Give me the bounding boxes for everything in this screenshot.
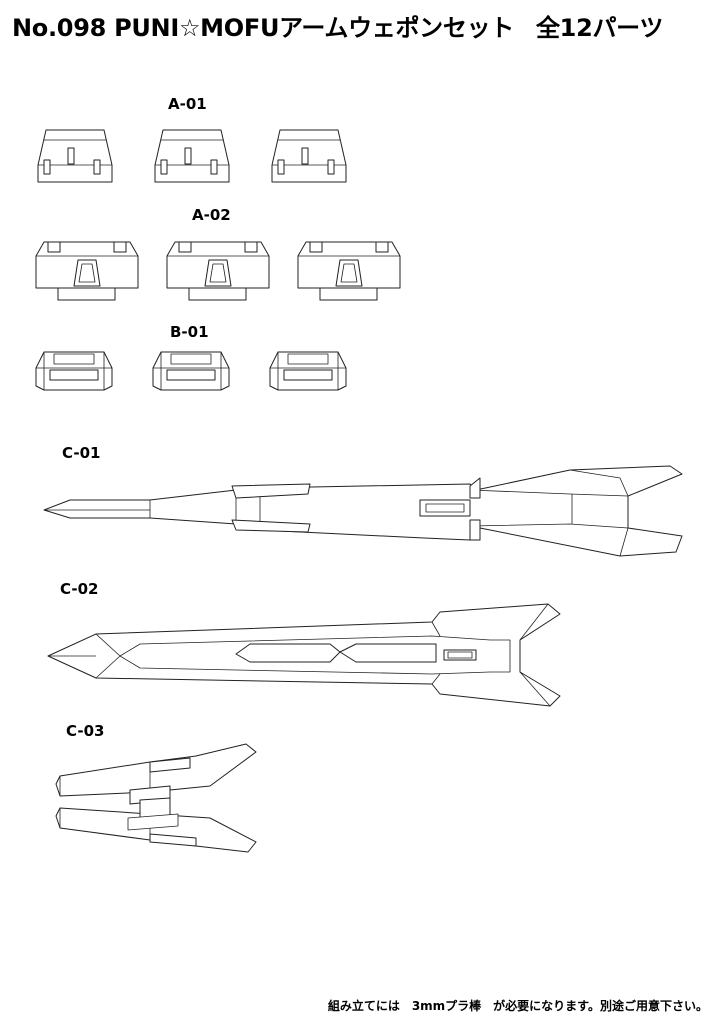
assembly-note: 組み立てには 3mmプラ棒 が必要になります。別途ご用意下さい。 (328, 997, 708, 1014)
assembly-note-end: 3mmプラ棒 が必要になります。別途ご用意下さい。 (411, 999, 708, 1013)
assembly-note-start: 組み立てには (327, 999, 400, 1013)
part-label-c01: C-01 (62, 444, 101, 462)
page-title: No.098 PUNI☆MOFUアームウェポンセット全12パーツ (12, 8, 663, 43)
part-label-b01: B-01 (170, 323, 209, 341)
part-c01-drawing (43, 465, 683, 557)
part-label-a02: A-02 (192, 206, 231, 224)
part-label-c02: C-02 (60, 580, 99, 598)
part-c03-drawing (55, 743, 257, 853)
part-label-c03: C-03 (66, 722, 105, 740)
part-b01-drawing (35, 351, 347, 391)
part-a02-drawing (35, 241, 401, 301)
product-number: No.098 (12, 14, 106, 42)
part-c02-drawing (47, 603, 561, 707)
part-count: 全12パーツ (535, 14, 664, 42)
part-label-a01: A-01 (168, 95, 207, 113)
product-name: PUNI☆MOFUアームウェポンセット (114, 14, 514, 42)
part-a01-drawing (37, 129, 347, 183)
